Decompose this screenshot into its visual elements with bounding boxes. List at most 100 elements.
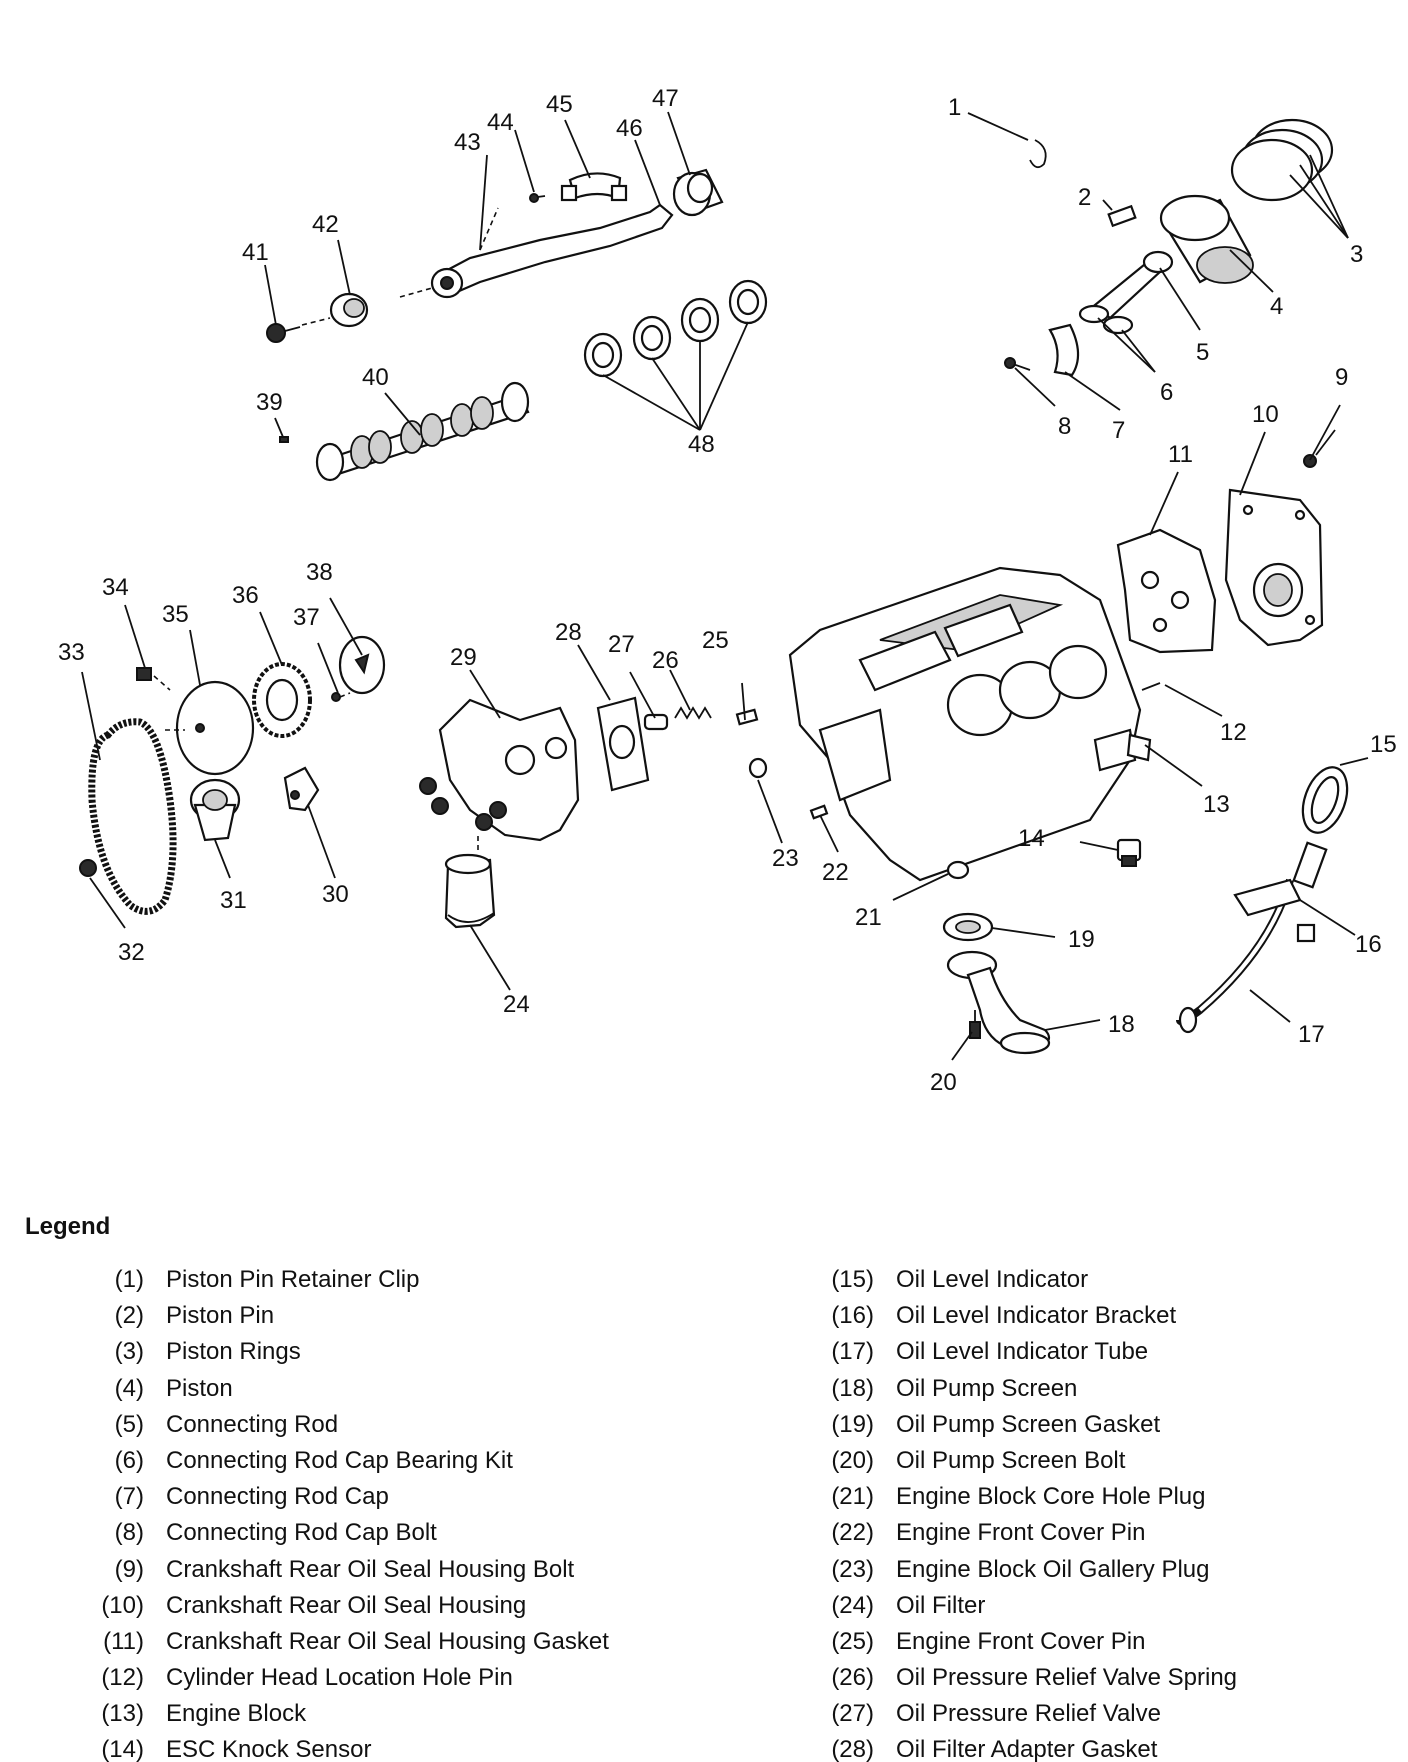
legend-number: (7) (114, 1483, 144, 1511)
legend-label: Crankshaft Rear Oil Seal Housing (166, 1591, 527, 1619)
callout-7: 7 (1112, 417, 1125, 444)
callout-26: 26 (652, 647, 679, 674)
legend-item: (10) Crankshaft Rear Oil Seal Housing (70, 1588, 609, 1624)
callout-17: 17 (1298, 1021, 1325, 1048)
oil-level-indicator-group (1176, 766, 1349, 1034)
callout-30: 30 (322, 881, 349, 908)
cam-bearings-48 (583, 279, 768, 378)
legend-item: (27)Oil Pressure Relief Valve (810, 1696, 1237, 1732)
callout-25: 25 (702, 627, 729, 654)
legend-number: (4) (114, 1374, 144, 1402)
legend-label: Cylinder Head Location Hole Pin (166, 1664, 513, 1692)
legend-label: Oil Pump Screen Bolt (896, 1446, 1126, 1474)
legend-number: (20) (831, 1446, 874, 1474)
callout-5: 5 (1196, 339, 1209, 366)
legend-label: Oil Pump Screen (896, 1374, 1078, 1402)
legend-label: Engine Front Cover Pin (896, 1627, 1146, 1655)
legend-item: (23)Engine Block Oil Gallery Plug (810, 1552, 1237, 1588)
callout-29: 29 (450, 644, 477, 671)
callout-47: 47 (652, 85, 679, 112)
legend-label: Connecting Rod (166, 1410, 339, 1438)
callout-21: 21 (855, 904, 882, 931)
callout-1: 1 (948, 94, 961, 121)
legend-label: Oil Level Indicator (896, 1266, 1089, 1293)
legend-label: ESC Knock Sensor (166, 1736, 372, 1762)
legend-item: (3)Piston Rings (70, 1334, 609, 1370)
callout-20: 20 (930, 1069, 957, 1096)
legend-item: (1) Piston Pin Retainer Clip (70, 1262, 609, 1298)
legend-label: Connecting Rod Cap (166, 1483, 389, 1511)
callout-37: 37 (293, 604, 320, 631)
camshaft-group (279, 381, 530, 482)
callout-32: 32 (118, 939, 145, 966)
legend-number: (28) (831, 1736, 874, 1762)
callout-40: 40 (362, 364, 389, 391)
legend-number: (21) (831, 1483, 874, 1511)
legend-number: (12) (101, 1664, 144, 1692)
callout-8: 8 (1058, 413, 1071, 440)
legend-item: (4) Piston (70, 1371, 609, 1407)
timing-chain-group (79, 635, 386, 915)
callout-15: 15 (1370, 731, 1397, 758)
exploded-engine-diagram: 1 2 3 4 5 6 7 8 9 10 11 12 13 14 15 16 1… (58, 85, 1397, 1096)
callout-31: 31 (220, 887, 247, 914)
legend-label: Piston Rings (166, 1338, 301, 1366)
legend-number: (24) (831, 1591, 874, 1619)
legend-number: (22) (831, 1519, 874, 1547)
legend-number: (16) (831, 1302, 874, 1330)
legend-item: (2)Piston Pin (70, 1298, 609, 1334)
callout-10: 10 (1252, 401, 1279, 428)
callout-14: 14 (1018, 825, 1045, 852)
callout-46: 46 (616, 115, 643, 142)
callout-23: 23 (772, 845, 799, 872)
legend-label: Piston (166, 1374, 233, 1402)
legend-number: (10) (101, 1591, 144, 1619)
legend-number: (23) (831, 1555, 874, 1583)
legend-label: Connecting Rod Cap Bearing Kit (166, 1446, 513, 1474)
legend-item: (18) Oil Pump Screen (810, 1371, 1237, 1407)
callout-28: 28 (555, 619, 582, 646)
legend-label: Engine Block (166, 1700, 307, 1728)
callout-12: 12 (1220, 719, 1247, 746)
legend-label: Piston Pin Retainer Clip (166, 1266, 420, 1293)
legend-column-left: (1) Piston Pin Retainer Clip (2)Piston Pi… (70, 1262, 609, 1762)
legend-item: (13)Engine Block (70, 1696, 609, 1732)
callout-34: 34 (102, 574, 129, 601)
callout-13: 13 (1203, 791, 1230, 818)
legend-number: (9) (114, 1555, 144, 1583)
rear-seal-housing-group (1116, 429, 1336, 654)
callout-45: 45 (546, 91, 573, 118)
legend-number: (1) (114, 1266, 144, 1293)
oil-pump-screen-group (942, 860, 1051, 1055)
legend-label: Oil Level Indicator Tube (896, 1338, 1149, 1366)
legend-number: (11) (103, 1627, 144, 1655)
legend-label: Engine Block Core Hole Plug (896, 1483, 1206, 1511)
callout-22: 22 (822, 859, 849, 886)
legend-number: (6) (114, 1446, 144, 1474)
legend-column-right: (15)Oil Level Indicator (16) Oil Level In… (810, 1262, 1237, 1762)
legend-item: (12) Cylinder Head Location Hole Pin (70, 1660, 609, 1696)
legend-item: (26)Oil Pressure Relief Valve Spring (810, 1660, 1237, 1696)
legend-item: (19)Oil Pump Screen Gasket (810, 1407, 1237, 1443)
legend-label: Connecting Rod Cap Bolt (166, 1519, 437, 1547)
legend-item: (5)Connecting Rod (70, 1407, 609, 1443)
callout-35: 35 (162, 601, 189, 628)
callout-4: 4 (1270, 293, 1283, 320)
legend-item: (9) Crankshaft Rear Oil Seal Housing Bolt (70, 1552, 609, 1588)
oil-filter-adapter-group (419, 696, 829, 929)
legend-item: (25)Engine Front Cover Pin (810, 1624, 1237, 1660)
legend-label: Oil Filter (896, 1591, 986, 1619)
callout-48: 48 (688, 431, 715, 458)
legend-item: (15)Oil Level Indicator (810, 1262, 1237, 1298)
legend-title: Legend (25, 1213, 111, 1240)
legend-item: (14)ESC Knock Sensor (70, 1732, 609, 1762)
callout-numbers: 1 2 3 4 5 6 7 8 9 10 11 12 13 14 15 16 1… (58, 85, 1397, 1096)
callout-36: 36 (232, 582, 259, 609)
callout-3: 3 (1350, 241, 1363, 268)
legend-number: (18) (831, 1374, 874, 1402)
callout-42: 42 (312, 211, 339, 238)
callout-43: 43 (454, 129, 481, 156)
legend-label: Crankshaft Rear Oil Seal Housing Bolt (166, 1555, 575, 1583)
legend-label: Engine Front Cover Pin (896, 1519, 1146, 1547)
legend-item: (8)Connecting Rod Cap Bolt (70, 1515, 609, 1551)
